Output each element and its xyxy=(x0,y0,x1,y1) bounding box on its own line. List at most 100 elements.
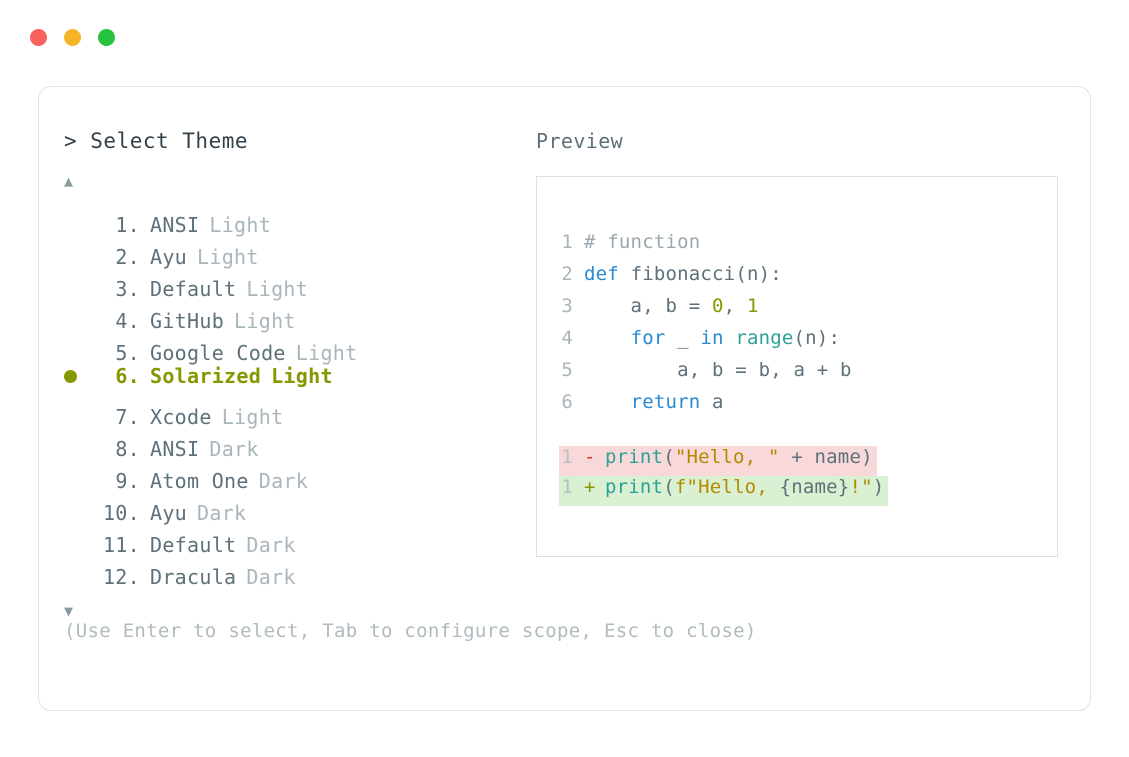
code-line-number: 5 xyxy=(561,359,573,381)
window-traffic-lights xyxy=(30,29,115,46)
theme-item-variant: Dark xyxy=(258,469,309,493)
code-token: def xyxy=(584,263,631,285)
theme-item-variant: Light xyxy=(271,363,333,388)
theme-list-item[interactable]: 4. GitHub Light xyxy=(64,296,534,333)
bullet-placeholder xyxy=(64,392,94,424)
theme-item-variant: Light xyxy=(209,213,272,237)
theme-item-name: Dracula xyxy=(150,565,237,589)
code-line-number: 3 xyxy=(561,295,573,317)
theme-item-name: Default xyxy=(150,533,237,557)
theme-list-item[interactable]: 1. ANSI Light xyxy=(64,200,534,237)
code-line: 2 def fibonacci(n): xyxy=(559,263,1049,295)
code-line: 5 a, b = b, a + b xyxy=(559,359,1049,391)
code-token: a, b = xyxy=(584,295,713,317)
theme-list-item[interactable]: 12. Dracula Dark xyxy=(64,552,534,589)
code-line-text: def fibonacci(n): xyxy=(584,263,782,285)
theme-item-variant: Light xyxy=(295,341,358,365)
code-line-number: 4 xyxy=(561,327,573,349)
theme-item-index: 4. xyxy=(115,309,140,333)
code-token: for xyxy=(630,327,666,349)
theme-item-index: 2. xyxy=(115,245,140,269)
code-line-text: return a xyxy=(584,391,724,413)
code-token: , xyxy=(723,295,747,317)
theme-item-name: Solarized xyxy=(150,363,262,388)
code-line: 6 return a xyxy=(559,391,1049,423)
theme-item-index: 1. xyxy=(115,213,140,237)
theme-list-item[interactable]: 2. Ayu Light xyxy=(64,232,534,269)
theme-item-name: Ayu xyxy=(150,245,188,269)
code-line-text: a, b = b, a + b xyxy=(584,359,852,381)
theme-item-variant: Light xyxy=(234,309,296,333)
preview-label: Preview xyxy=(536,129,624,153)
theme-item-index: 3. xyxy=(115,277,140,301)
code-line-text: for _ in range(n): xyxy=(584,327,840,349)
code-block: 1 # function 2 def fibonacci(n): 3 a, b = 0,… xyxy=(559,231,1049,423)
theme-list-item[interactable]: 11. Default Dark xyxy=(64,520,534,557)
diff-removed-line: 1-print("Hello, " + name) xyxy=(559,446,877,476)
theme-item-name: Atom One xyxy=(150,469,249,493)
selection-dot xyxy=(64,369,77,383)
bullet-placeholder xyxy=(64,424,94,456)
theme-item-variant: Dark xyxy=(246,533,296,557)
code-token xyxy=(724,327,736,349)
bullet-placeholder xyxy=(64,456,94,488)
scroll-up-icon[interactable]: ▲ xyxy=(64,171,74,190)
theme-item-name: ANSI xyxy=(150,213,200,237)
code-token: _ xyxy=(665,327,701,349)
theme-item-index: 9. xyxy=(115,469,140,493)
code-token: 0 xyxy=(712,295,724,317)
code-line: 3 a, b = 0, 1 xyxy=(559,295,1049,327)
theme-item-variant: Light xyxy=(197,245,259,269)
diff-block: 1-print("Hello, " + name)1+print(f"Hello… xyxy=(559,446,889,506)
code-token: {name} xyxy=(779,476,850,498)
theme-item-name: GitHub xyxy=(150,309,225,333)
theme-item-index: 12. xyxy=(102,565,140,589)
bullet-placeholder xyxy=(64,488,94,520)
code-token: ) xyxy=(872,476,885,498)
theme-item-variant: Light xyxy=(221,405,284,429)
code-token: range xyxy=(735,327,794,349)
maximize-window-button[interactable] xyxy=(98,29,115,46)
code-token: f"Hello, xyxy=(674,476,780,498)
theme-item-variant: Dark xyxy=(246,565,296,589)
code-line-number: 1 xyxy=(561,231,573,253)
diff-added-line: 1+print(f"Hello, {name}!") xyxy=(559,476,889,506)
code-token: a xyxy=(700,391,724,413)
theme-item-variant: Light xyxy=(246,277,309,301)
diff-line-number: 1 xyxy=(561,446,573,468)
theme-list-item[interactable]: 6. Solarized Light xyxy=(64,360,534,392)
scroll-down-icon[interactable]: ▼ xyxy=(64,601,74,620)
minimize-window-button[interactable] xyxy=(64,29,81,46)
theme-item-name: Xcode xyxy=(150,405,212,429)
close-window-button[interactable] xyxy=(30,29,47,46)
diff-line-wrapper: 1+print(f"Hello, {name}!") xyxy=(559,476,889,506)
theme-list-item[interactable]: 9. Atom One Dark xyxy=(64,456,534,493)
code-token: + name) xyxy=(779,446,873,468)
code-line: 1 # function xyxy=(559,231,1049,263)
bullet-placeholder xyxy=(64,328,94,360)
diff-minus-icon: - xyxy=(584,446,596,468)
bullet-placeholder xyxy=(64,232,94,264)
theme-item-index: 6. xyxy=(115,363,140,388)
code-token: fibonacci(n): xyxy=(630,263,782,285)
page-title: > Select Theme xyxy=(64,129,249,153)
keyboard-hint: (Use Enter to select, Tab to configure s… xyxy=(64,620,757,642)
code-token xyxy=(584,327,631,349)
theme-item-index: 11. xyxy=(102,533,140,557)
code-line-text: a, b = 0, 1 xyxy=(584,295,759,317)
bullet-placeholder xyxy=(64,200,94,232)
code-line-number: 2 xyxy=(561,263,573,285)
code-token: return xyxy=(630,391,701,413)
diff-line-text: print(f"Hello, {name}!") xyxy=(605,476,884,498)
code-line-text: # function xyxy=(584,231,700,253)
bullet-placeholder xyxy=(64,264,94,296)
code-token: 1 xyxy=(746,295,759,317)
theme-item-name: ANSI xyxy=(150,437,200,461)
